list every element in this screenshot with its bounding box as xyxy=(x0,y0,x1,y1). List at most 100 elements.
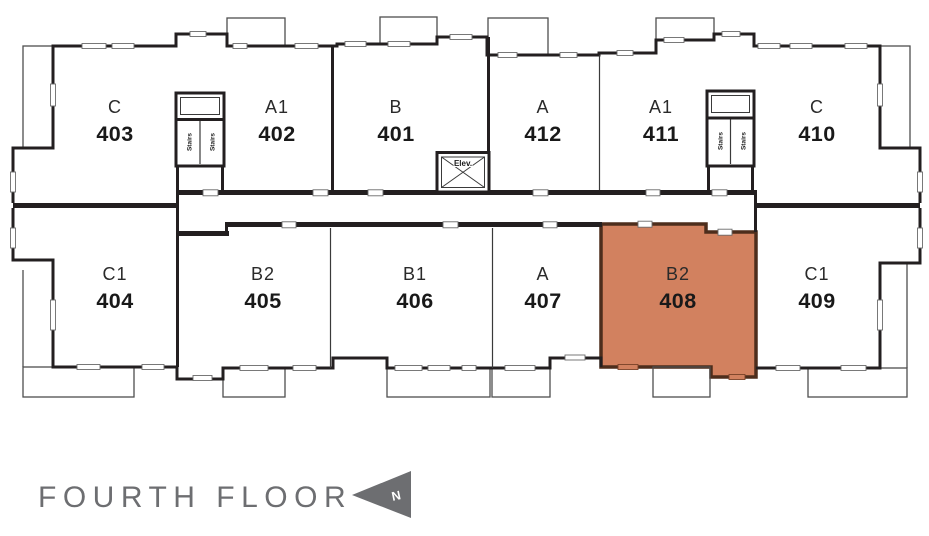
unit-number-label: 410 xyxy=(798,122,835,146)
unit-number-label: 401 xyxy=(377,122,414,146)
unit-number-label: 408 xyxy=(659,289,696,313)
window-marker xyxy=(449,34,473,40)
unit-number-label: 409 xyxy=(798,289,835,313)
door-marker xyxy=(312,189,329,197)
unit-409-region[interactable] xyxy=(757,208,880,368)
window-marker xyxy=(387,41,411,47)
unit-type-label: B xyxy=(389,97,402,117)
unit-type-label: A1 xyxy=(649,97,673,117)
window-marker xyxy=(917,171,923,193)
units: C 403 A1 402 B 401 A 412 A1 411 C 410 xyxy=(53,44,880,379)
balcony-outline xyxy=(807,367,908,398)
unit-number-label: 411 xyxy=(643,122,679,146)
door-marker xyxy=(542,221,558,229)
window-markers xyxy=(10,31,923,381)
unit-405[interactable]: B2 405 xyxy=(179,228,330,379)
unit-402[interactable]: A1 402 xyxy=(227,46,332,190)
door-marker xyxy=(717,228,733,236)
stairs-landing xyxy=(180,97,220,115)
balcony-outline xyxy=(226,17,286,47)
window-marker xyxy=(617,364,639,370)
window-marker xyxy=(663,37,685,43)
door-marker xyxy=(367,189,384,197)
unit-404[interactable]: C1 404 xyxy=(53,208,177,367)
unit-type-label: A1 xyxy=(265,97,289,117)
unit-412[interactable]: A 412 xyxy=(490,55,599,190)
elevator-cab xyxy=(441,156,485,188)
unit-type-label: A xyxy=(536,264,549,284)
unit-type-label: B2 xyxy=(666,264,690,284)
north-arrow-triangle xyxy=(352,471,411,518)
unit-type-label: C1 xyxy=(804,264,829,284)
balcony-outline xyxy=(487,17,549,56)
balcony-outline xyxy=(652,366,711,398)
door-marker xyxy=(281,221,297,229)
window-marker xyxy=(192,375,213,381)
window-marker xyxy=(559,52,578,58)
unit-number-label: 407 xyxy=(524,289,561,313)
unit-type-label: B1 xyxy=(403,264,427,284)
door-markers xyxy=(202,189,733,236)
unit-type-label: B2 xyxy=(251,264,275,284)
unit-408-highlighted[interactable]: B2 408 xyxy=(601,222,756,377)
door-marker xyxy=(711,189,728,197)
stairs-label: Stairs xyxy=(718,132,725,150)
window-marker xyxy=(461,365,477,371)
unit-number-label: 405 xyxy=(244,289,281,313)
elevator: Elev. xyxy=(435,151,491,194)
window-marker xyxy=(294,43,319,49)
window-marker xyxy=(840,365,867,371)
window-marker xyxy=(564,354,586,361)
balcony-outline xyxy=(22,366,135,398)
elevator-cross xyxy=(441,156,485,188)
window-marker xyxy=(497,52,518,58)
unit-type-label: C1 xyxy=(102,264,127,284)
north-arrow-letter: N xyxy=(390,488,402,504)
window-marker xyxy=(76,364,101,370)
window-marker xyxy=(877,83,883,107)
unit-number-label: 403 xyxy=(96,122,133,146)
window-marker xyxy=(394,365,423,371)
unit-411[interactable]: A1 411 xyxy=(600,53,707,190)
window-marker xyxy=(789,43,813,49)
floor-title: FOURTH FLOOR xyxy=(38,481,352,514)
stairs-label: Stairs xyxy=(741,132,748,150)
unit-403-region[interactable] xyxy=(53,46,176,190)
window-marker xyxy=(757,43,781,49)
window-marker xyxy=(344,41,367,47)
stairs-block-left: Stairs Stairs xyxy=(174,91,226,190)
unit-403[interactable]: C 403 xyxy=(53,46,176,190)
unit-402-region[interactable] xyxy=(227,46,332,190)
unit-401-region[interactable] xyxy=(337,44,488,190)
window-marker xyxy=(292,365,317,371)
unit-number-label: 406 xyxy=(396,289,433,313)
window-marker xyxy=(504,365,536,371)
unit-404-region[interactable] xyxy=(53,208,177,367)
elevator-shaft xyxy=(435,151,491,194)
door-marker xyxy=(202,189,219,197)
stairs-label: Stairs xyxy=(187,133,194,151)
window-marker xyxy=(775,365,801,371)
window-marker xyxy=(616,50,634,56)
unit-407[interactable]: A 407 xyxy=(493,228,601,368)
window-marker xyxy=(141,364,165,370)
window-marker xyxy=(877,299,883,331)
unit-410[interactable]: C 410 xyxy=(754,46,880,203)
balcony-outline xyxy=(386,367,491,398)
unit-401[interactable]: B 401 xyxy=(337,44,488,190)
unit-409[interactable]: C1 409 xyxy=(757,208,880,368)
window-marker xyxy=(917,227,923,249)
unit-number-label: 412 xyxy=(524,122,561,146)
door-marker xyxy=(645,189,661,197)
door-marker xyxy=(442,221,459,229)
balcony-outline xyxy=(491,367,551,398)
unit-type-label: C xyxy=(810,97,824,117)
window-marker xyxy=(50,83,56,107)
window-marker xyxy=(232,43,248,49)
stairs-label: Stairs xyxy=(210,133,217,151)
unit-406[interactable]: B1 406 xyxy=(331,228,492,368)
balcony-outline xyxy=(379,16,438,45)
balcony-outline xyxy=(655,17,715,41)
